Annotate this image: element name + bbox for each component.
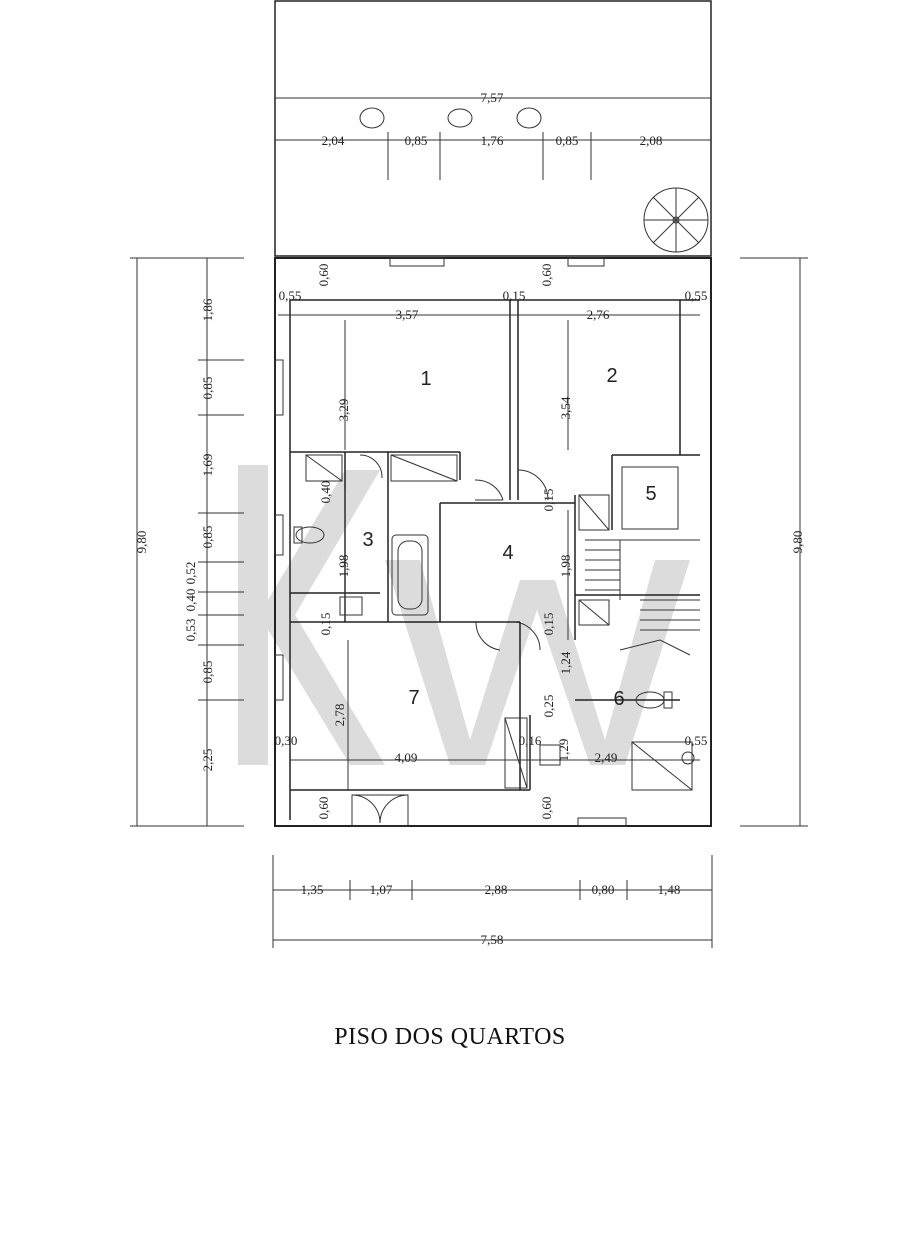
dim-bottom-total: 7,58 bbox=[481, 932, 504, 947]
dim-left-052: 0,52 bbox=[183, 562, 198, 585]
dim-030: 0,30 bbox=[275, 733, 298, 748]
horizontal-dimensions: 7,57 2,04 0,85 1,76 0,85 2,08 0,55 0,15 … bbox=[275, 90, 708, 947]
terrace-outline bbox=[274, 0, 712, 257]
dim-wall-top-right: 0,60 bbox=[539, 264, 554, 287]
dim-top-055-right: 0,55 bbox=[685, 288, 708, 303]
dim-room4-198: 1,98 bbox=[558, 555, 573, 578]
staircase bbox=[585, 539, 700, 656]
dim-room3-040: 0,40 bbox=[318, 481, 333, 504]
plan-title: PISO DOS QUARTOS bbox=[334, 1024, 566, 1050]
dim-room7-height: 2,78 bbox=[332, 704, 347, 727]
bottom-windows bbox=[577, 817, 627, 827]
dim-terrace-e: 2,08 bbox=[640, 133, 663, 148]
room-label-3: 3 bbox=[362, 529, 373, 551]
dim-terrace-c: 1,76 bbox=[481, 133, 504, 148]
dim-bottom-c: 2,88 bbox=[485, 882, 508, 897]
dim-total-height-left: 9,80 bbox=[134, 531, 149, 554]
dim-016: 0,16 bbox=[519, 733, 542, 748]
dim-bottom-a: 1,35 bbox=[301, 882, 324, 897]
dim-room6-width: 2,49 bbox=[595, 750, 618, 765]
vertical-dimensions: 0,60 0,60 9,80 9,80 1,86 0,85 1,69 0,85 … bbox=[134, 264, 805, 820]
dim-wall-bottom-left: 0,60 bbox=[316, 797, 331, 820]
umbrella-icon bbox=[643, 187, 709, 253]
dim-room2-height: 3,54 bbox=[558, 396, 573, 419]
room-label-5: 5 bbox=[645, 483, 656, 505]
dim-terrace-b: 0,85 bbox=[405, 133, 428, 148]
dim-terrace-total: 7,57 bbox=[481, 90, 504, 105]
door-swings bbox=[351, 454, 549, 827]
dim-room1-height: 3,29 bbox=[336, 399, 351, 422]
dim-wall-bottom-right: 0,60 bbox=[539, 797, 554, 820]
dim-top-015: 0,15 bbox=[503, 288, 526, 303]
fixtures bbox=[293, 454, 695, 791]
kw-watermark bbox=[238, 465, 690, 765]
dim-left-186: 1,86 bbox=[200, 298, 215, 321]
left-wall-windows bbox=[274, 359, 284, 701]
dim-room4-015b: 0,15 bbox=[541, 613, 556, 636]
dim-124: 1,24 bbox=[558, 651, 573, 674]
room-label-6: 6 bbox=[613, 688, 624, 710]
dim-room7-width: 4,09 bbox=[395, 750, 418, 765]
dim-129: 1,29 bbox=[556, 739, 571, 762]
terrace-dimension-lines bbox=[275, 97, 711, 180]
room-label-4: 4 bbox=[502, 542, 513, 564]
dim-wall-top-left: 0,60 bbox=[316, 264, 331, 287]
dim-bottom-e: 1,48 bbox=[658, 882, 681, 897]
dim-025: 0,25 bbox=[541, 695, 556, 718]
dim-room4-015a: 0,15 bbox=[541, 489, 556, 512]
dim-bottom-b: 1,07 bbox=[370, 882, 393, 897]
dim-left-040: 0,40 bbox=[183, 589, 198, 612]
dim-left-169: 1,69 bbox=[200, 454, 215, 477]
room-label-7: 7 bbox=[408, 687, 419, 709]
dim-bottom-d: 0,80 bbox=[592, 882, 615, 897]
dim-total-height-right: 9,80 bbox=[790, 531, 805, 554]
dim-top-055-left: 0,55 bbox=[279, 288, 302, 303]
dim-055-right: 0,55 bbox=[685, 733, 708, 748]
dim-room2-width: 2,76 bbox=[587, 307, 610, 322]
room-labels: 1 2 3 4 5 6 7 bbox=[362, 365, 656, 710]
outer-dimension-lines bbox=[130, 257, 808, 948]
dim-left-225: 2,25 bbox=[200, 749, 215, 772]
dim-room3-198: 1,98 bbox=[336, 555, 351, 578]
dim-left-085c: 0,85 bbox=[200, 661, 215, 684]
top-windows bbox=[389, 257, 605, 267]
room-label-2: 2 bbox=[606, 365, 617, 387]
dim-room1-width: 3,57 bbox=[396, 307, 419, 322]
room-label-1: 1 bbox=[420, 368, 431, 390]
dim-left-085b: 0,85 bbox=[200, 526, 215, 549]
terrace-planters bbox=[359, 107, 542, 129]
dim-room3-015: 0,15 bbox=[318, 613, 333, 636]
dim-left-053: 0,53 bbox=[183, 619, 198, 642]
dim-terrace-d: 0,85 bbox=[556, 133, 579, 148]
dim-terrace-a: 2,04 bbox=[322, 133, 345, 148]
dim-left-085a: 0,85 bbox=[200, 377, 215, 400]
